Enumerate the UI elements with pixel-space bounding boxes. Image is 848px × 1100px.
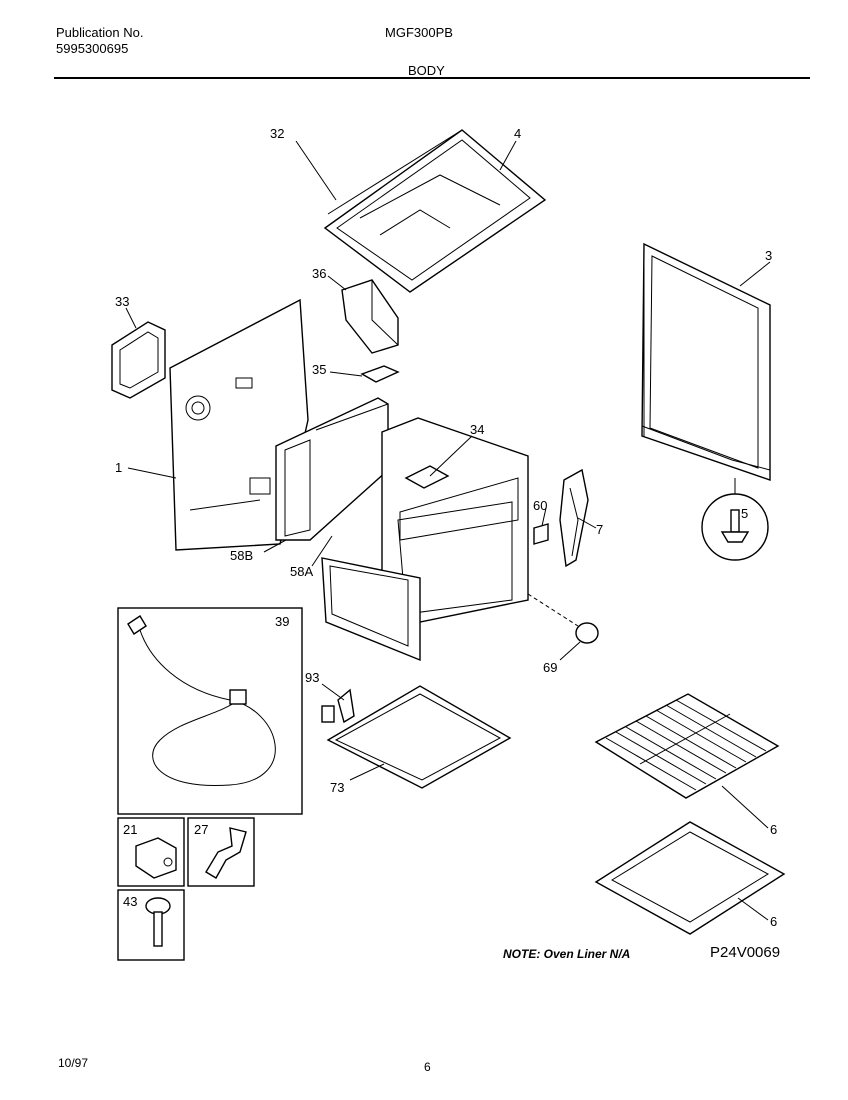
part-vent-duct — [341, 279, 399, 354]
part-bracket-33 — [111, 321, 166, 399]
leader-35 — [329, 371, 363, 377]
part-lower-cabinet — [321, 557, 421, 662]
callout-32: 32 — [270, 126, 284, 141]
callout-58a: 58A — [290, 564, 313, 579]
callout-21: 21 — [123, 822, 137, 837]
publication-label: Publication No. — [56, 25, 144, 40]
leader-93 — [321, 683, 345, 701]
footer-date: 10/97 — [58, 1056, 89, 1070]
part-box-21 — [117, 817, 185, 887]
callout-36: 36 — [312, 266, 326, 281]
callout-69: 69 — [543, 660, 557, 675]
callout-58b: 58B — [230, 548, 253, 563]
part-oven-rack — [594, 693, 780, 799]
part-panel-58b — [275, 397, 389, 541]
oven-liner-note: NOTE: Oven Liner N/A — [503, 947, 631, 961]
leader-69 — [559, 641, 581, 661]
part-clip-93 — [321, 688, 355, 724]
leader-34 — [429, 435, 473, 477]
callout-7: 7 — [596, 522, 603, 537]
callout-73: 73 — [330, 780, 344, 795]
leader-58a — [311, 535, 333, 567]
callout-6a: 6 — [770, 822, 777, 837]
leader-7 — [577, 517, 597, 529]
callout-3: 3 — [765, 248, 772, 263]
page-number: 6 — [424, 1060, 431, 1074]
callout-6b: 6 — [770, 914, 777, 929]
callout-1: 1 — [115, 460, 122, 475]
part-box-43 — [117, 889, 185, 961]
part-hinge-7 — [559, 468, 589, 568]
part-box-27 — [187, 817, 255, 887]
leader-6b — [737, 897, 769, 921]
model-number: MGF300PB — [385, 25, 453, 40]
callout-34: 34 — [470, 422, 484, 437]
part-hinge-60 — [533, 523, 549, 545]
callout-93: 93 — [305, 670, 319, 685]
part-leveling-leg — [701, 478, 769, 561]
callout-39: 39 — [275, 614, 289, 629]
part-plug-69 — [575, 622, 599, 644]
leader-1 — [127, 467, 177, 479]
leader-33 — [125, 307, 137, 329]
leader-58b — [263, 539, 287, 553]
callout-27: 27 — [194, 822, 208, 837]
leader-60 — [541, 507, 547, 527]
publication-number: 5995300695 — [56, 41, 129, 56]
part-top-panel — [323, 129, 547, 293]
part-bottom-panel — [326, 685, 512, 789]
callout-33: 33 — [115, 294, 129, 309]
callout-35: 35 — [312, 362, 326, 377]
diagram-code: P24V0069 — [710, 944, 781, 961]
leader-73 — [349, 763, 385, 781]
callout-60: 60 — [533, 498, 547, 513]
part-plate-35 — [360, 365, 400, 383]
callout-43: 43 — [123, 894, 137, 909]
part-side-panel — [641, 242, 771, 481]
leader-69-dash — [527, 593, 579, 627]
section-title: BODY — [408, 63, 445, 78]
callout-4: 4 — [514, 126, 521, 141]
header-rule — [54, 77, 810, 79]
leader-3 — [739, 261, 771, 287]
leader-6a — [721, 785, 769, 829]
leader-4 — [499, 140, 517, 171]
leader-36 — [327, 275, 347, 291]
part-tray — [594, 821, 786, 935]
callout-5: 5 — [741, 506, 748, 521]
part-power-cord-box — [117, 607, 303, 815]
leader-32 — [295, 140, 337, 201]
